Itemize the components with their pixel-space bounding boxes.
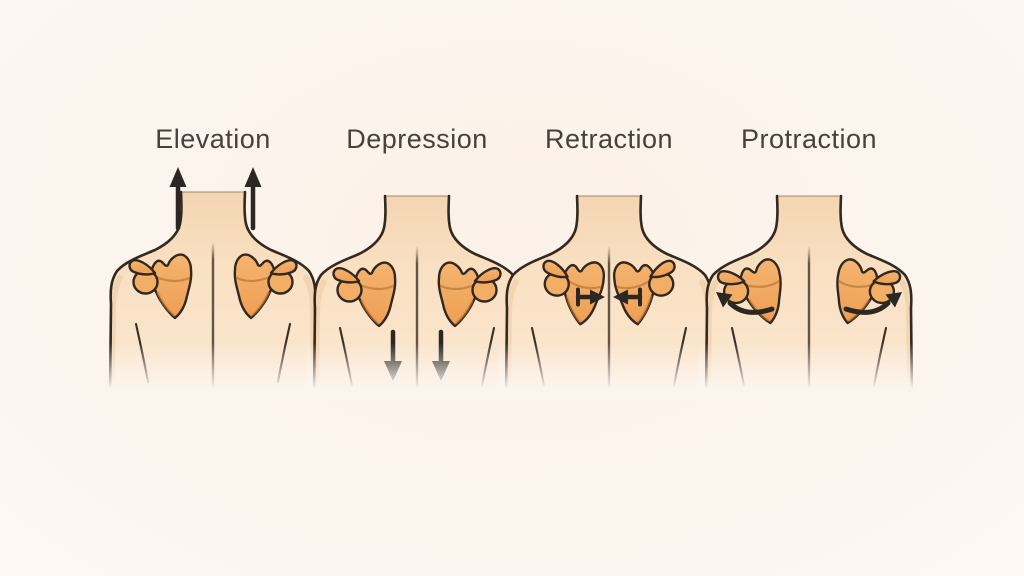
panel-depression: Depression	[307, 122, 527, 400]
torso-figure-depression	[307, 160, 527, 400]
panel-protraction: Protraction	[699, 122, 919, 400]
outward-arrows-icon	[716, 292, 902, 315]
up-arrows-icon	[169, 167, 262, 231]
torso-figure-protraction	[699, 160, 919, 400]
panel-retraction: Retraction	[499, 122, 719, 400]
torso-figure-elevation	[103, 167, 323, 400]
panel-title-depression: Depression	[346, 124, 488, 154]
panel-title-retraction: Retraction	[544, 124, 674, 154]
inward-arrows-icon	[575, 287, 643, 307]
panel-title-elevation: Elevation	[155, 124, 271, 154]
panel-title-protraction: Protraction	[740, 124, 878, 154]
torso-figure-retraction	[499, 160, 719, 400]
panel-elevation: Elevation	[103, 122, 323, 400]
